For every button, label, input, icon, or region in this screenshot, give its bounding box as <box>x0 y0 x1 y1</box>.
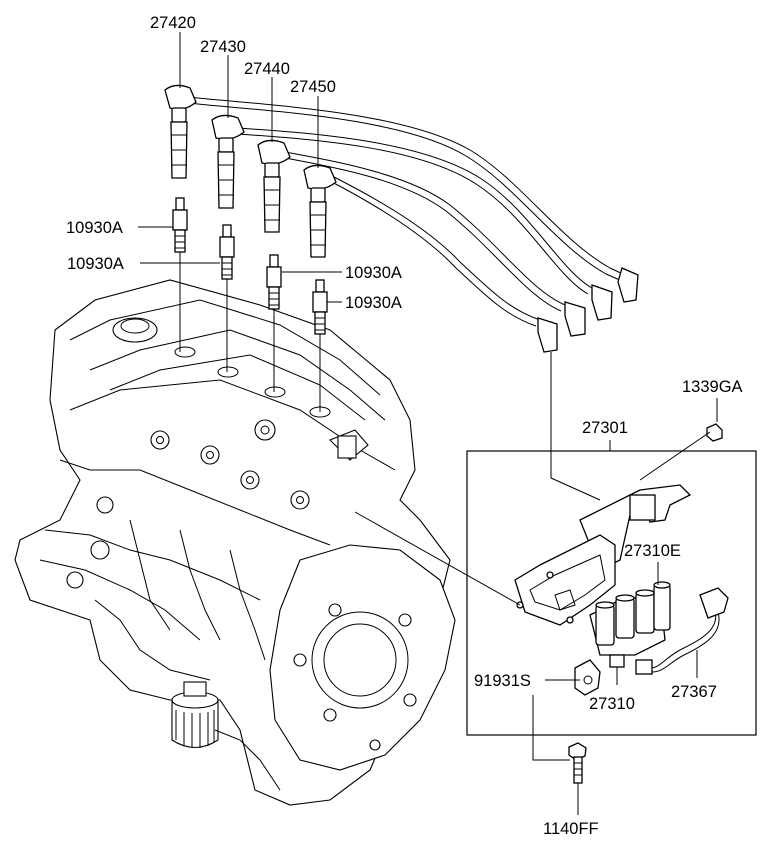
part-number-labels: 27420 27430 27440 27450 10930A 10930A 10… <box>66 14 743 838</box>
label-91931s: 91931S <box>474 672 531 690</box>
spark-plug-4 <box>312 279 328 335</box>
spark-plug-wire-1 <box>164 84 639 303</box>
ignition-coil-assembly-box <box>466 450 757 736</box>
label-27301: 27301 <box>582 419 628 437</box>
spark-plug-3 <box>266 254 282 310</box>
label-27310: 27310 <box>589 695 635 713</box>
leader-lines <box>138 32 718 815</box>
ignition-coil-assembly <box>514 484 729 696</box>
label-1140ff: 1140FF <box>543 820 599 838</box>
spark-plugs <box>172 197 328 335</box>
bolt-1140ff <box>568 742 587 784</box>
label-27450: 27450 <box>290 78 336 96</box>
spark-plug-wire-set <box>164 84 639 353</box>
spark-plug-wire-2 <box>211 114 613 321</box>
ignition-coil-pack <box>589 581 671 668</box>
spark-plug-2 <box>219 224 235 280</box>
spark-plug-wire-3 <box>257 139 586 337</box>
label-10930a-3: 10930A <box>345 264 402 282</box>
label-10930a-1: 10930A <box>66 219 123 237</box>
coil-base-plate <box>514 534 616 626</box>
label-27440: 27440 <box>244 60 290 78</box>
wiring-harness <box>635 587 729 675</box>
label-10930a-4: 10930A <box>345 294 402 312</box>
label-1339ga: 1339GA <box>682 378 743 396</box>
sensor-connector <box>574 659 601 696</box>
spark-plug-wire-4 <box>303 164 558 353</box>
label-27430: 27430 <box>200 38 246 56</box>
label-27420: 27420 <box>150 14 196 32</box>
engine-block <box>14 279 456 806</box>
label-27310e: 27310E <box>624 542 681 560</box>
label-10930a-2: 10930A <box>67 255 124 273</box>
bolt-1339ga <box>706 423 723 442</box>
spark-plug-1 <box>172 197 188 253</box>
label-27367: 27367 <box>671 683 717 701</box>
